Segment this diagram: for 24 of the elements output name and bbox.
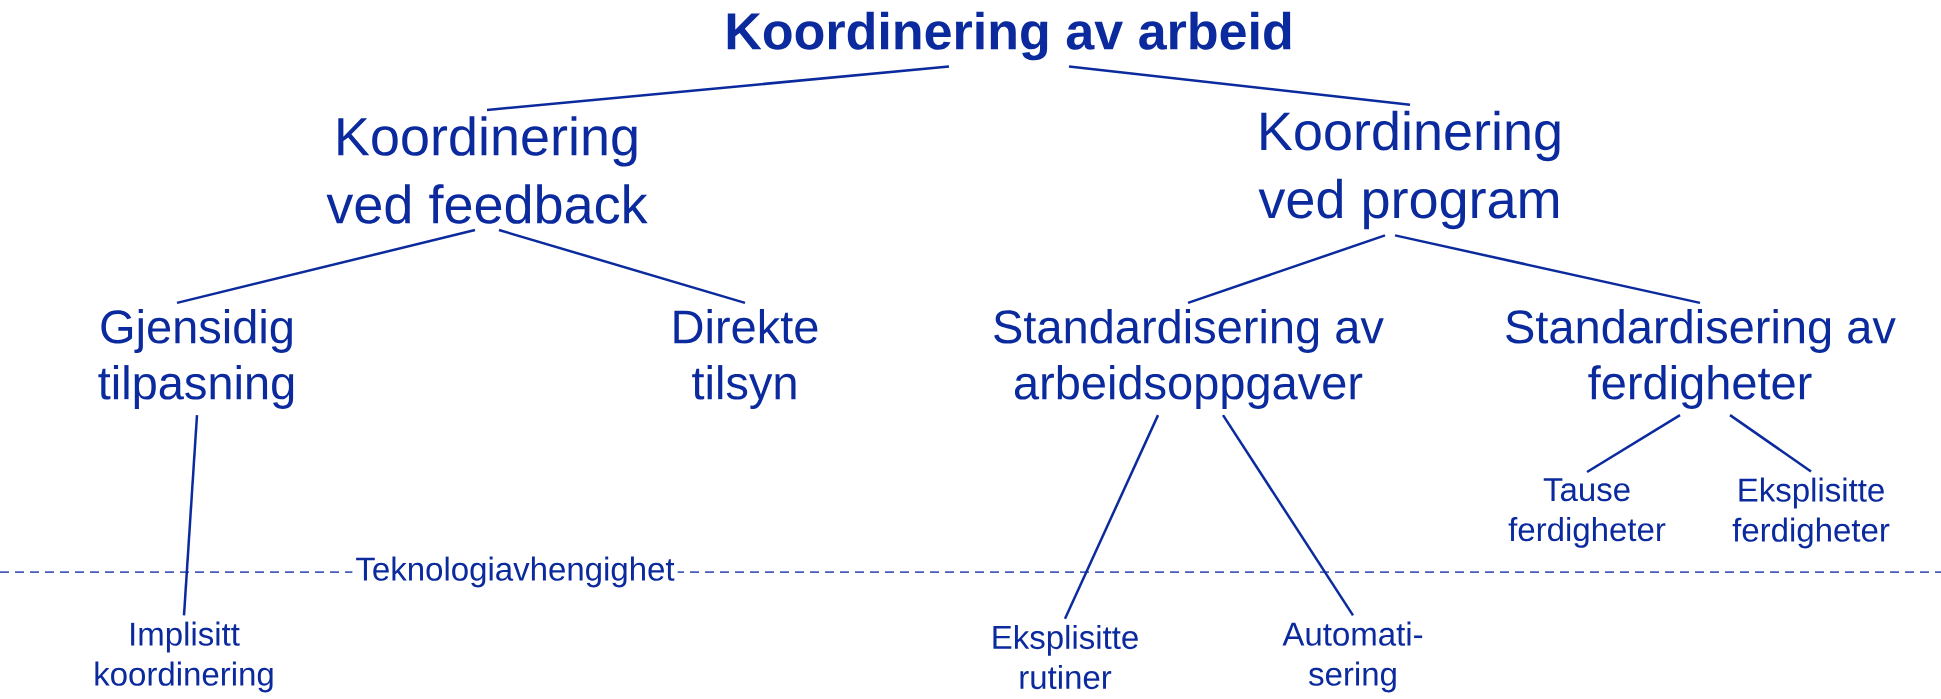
node-label: Gjensidig tilpasning: [98, 309, 294, 409]
connector-line: [1187, 234, 1386, 305]
connector-line: [1394, 234, 1701, 305]
node-label: Standardisering av arbeidsoppgaver: [994, 309, 1384, 409]
connector-line: [1586, 414, 1681, 474]
node-label: Eksplisitte ferdigheter: [1732, 477, 1890, 549]
connector-line: [182, 415, 199, 616]
connector-line: [486, 65, 950, 112]
connector-line: [1221, 414, 1355, 617]
connector-line: [1063, 414, 1160, 620]
connector-line: [1068, 65, 1411, 106]
connector-line: [176, 228, 476, 305]
node-label: Koordinering ved feedback: [326, 116, 648, 224]
node-label: Automati- sering: [1282, 621, 1423, 693]
node-label: Koordinering ved program: [1258, 110, 1560, 230]
node-label: Direkte tilsyn: [674, 309, 818, 409]
node-label: Tause ferdigheter: [1508, 478, 1666, 548]
node-label: Koordinering av arbeid: [727, 11, 1291, 61]
node-label: Implisitt koordinering: [95, 621, 273, 693]
node-label: Standardisering av ferdigheter: [1506, 309, 1896, 409]
node-label: Eksplisitte rutiner: [993, 624, 1138, 690]
divider-label: Teknologiavhengighet: [352, 553, 678, 591]
connector-line: [498, 228, 746, 305]
connector-line: [1729, 414, 1812, 473]
